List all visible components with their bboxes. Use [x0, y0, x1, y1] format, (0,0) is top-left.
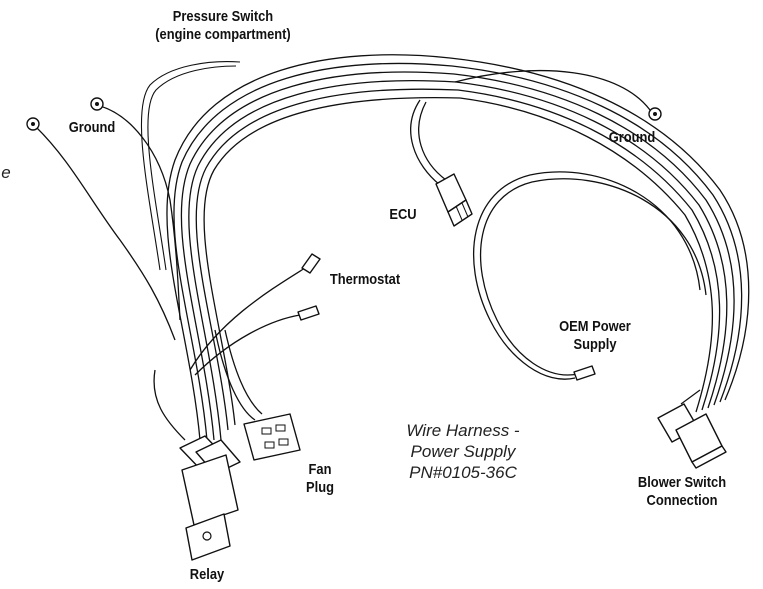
blower-switch-label-line1: Blower Switch	[637, 474, 727, 491]
pressure-switch-label-line1: Pressure Switch	[172, 8, 274, 25]
thermostat-terminal-2	[297, 305, 320, 321]
ground-mid-terminal	[90, 97, 104, 111]
blower-switch-label-line2: Connection	[646, 492, 718, 509]
pressure-switch-label-line2: (engine compartment)	[155, 26, 291, 43]
harness-caption-line3: PN#0105-36C	[409, 463, 517, 482]
ground-right-label: Ground	[608, 129, 656, 146]
fan-plug-label-line1: Fan	[308, 461, 332, 478]
ecu-branch-wire	[410, 99, 441, 186]
harness-caption: Wire Harness - Power Supply PN#0105-36C	[378, 420, 548, 483]
oem-power-supply-label-line1: OEM Power	[559, 318, 631, 335]
harness-caption-line2: Power Supply	[410, 442, 516, 461]
ground-right-terminal	[648, 107, 662, 121]
fan-plug-label: Fan Plug	[299, 461, 342, 497]
blower-switch-label: Blower Switch Connection	[622, 474, 742, 510]
ground-mid-wire	[99, 105, 181, 321]
pressure-switch-label: Pressure Switch (engine compartment)	[141, 8, 304, 44]
thermostat-label: Thermostat	[329, 271, 401, 288]
oem-power-terminal	[573, 365, 596, 381]
edge-fragment-text: e	[1, 163, 11, 182]
ecu-connector	[435, 173, 473, 227]
thermostat-wire-2	[194, 314, 301, 376]
ground-left-terminal	[26, 117, 40, 131]
oem-power-supply-label: OEM Power Supply	[548, 318, 643, 354]
oem-power-supply-label-line2: Supply	[573, 336, 617, 353]
oem-power-wire	[473, 171, 701, 380]
pressure-switch-wire	[140, 61, 241, 271]
fan-plug-label-line2: Plug	[306, 479, 334, 496]
relay-body	[179, 435, 241, 561]
harness-caption-line1: Wire Harness -	[406, 421, 520, 440]
thermostat-terminal-1	[301, 253, 321, 274]
relay-label: Relay	[189, 566, 225, 583]
ecu-label: ECU	[389, 206, 417, 223]
blower-switch-connector	[657, 389, 727, 469]
thermostat-wire-1	[189, 267, 306, 371]
fan-plug-connector	[243, 413, 301, 461]
ground-left-wire	[34, 125, 176, 341]
ground-left-label: Ground	[68, 119, 116, 136]
